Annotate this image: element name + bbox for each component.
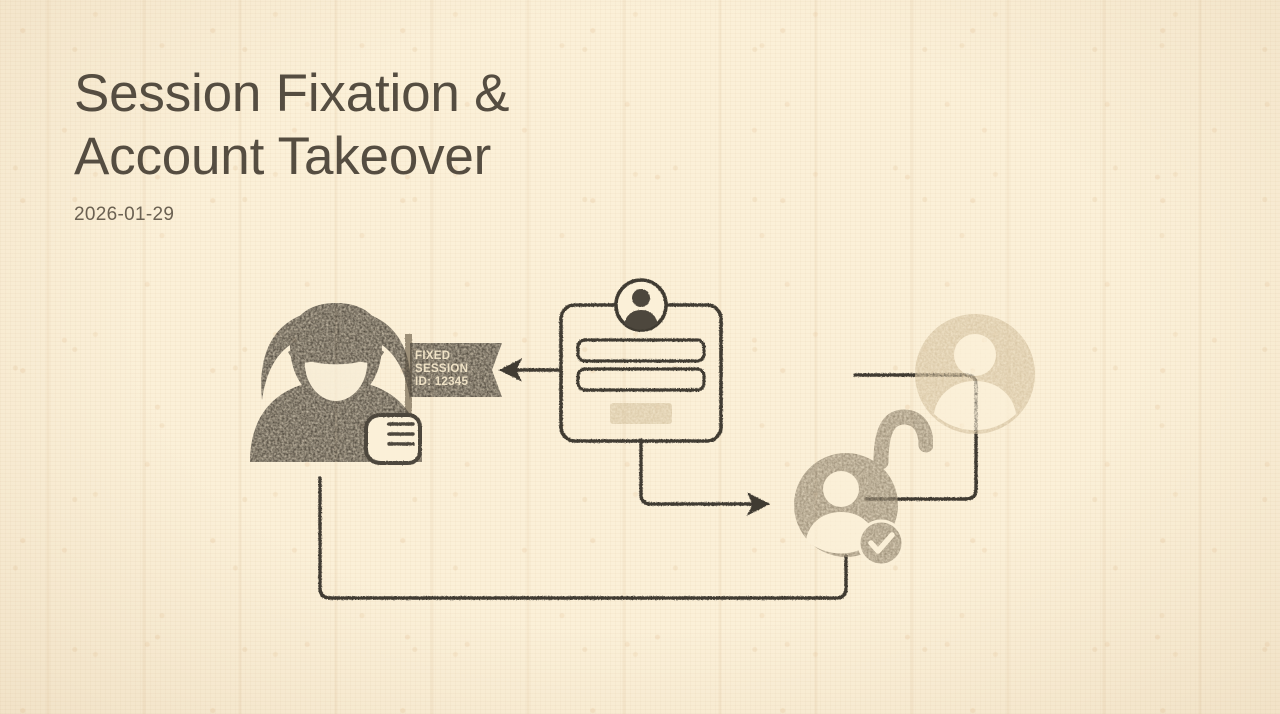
fixed-session-flag: FIXED SESSION ID: 12345 — [410, 343, 502, 397]
attacker-fist — [364, 413, 422, 465]
flag-line-2: SESSION — [415, 363, 468, 375]
account-to-attacker-loop — [318, 476, 848, 600]
login-to-account-arrow — [639, 438, 771, 516]
username-field[interactable] — [576, 338, 706, 363]
attacker-hacker-figure — [250, 303, 422, 462]
login-form-card[interactable] — [559, 278, 723, 443]
slide-header: Session Fixation & Account Takeover 2026… — [74, 62, 510, 226]
flag-pole — [405, 334, 412, 452]
password-field[interactable] — [576, 367, 706, 392]
victim-user-icon — [915, 314, 1035, 434]
checkmark-badge — [857, 519, 905, 567]
page-date: 2026-01-29 — [74, 204, 175, 226]
page-title: Session Fixation & Account Takeover — [74, 64, 510, 187]
flag-line-3: ID: 12345 — [415, 376, 469, 388]
unlocked-account-icon — [794, 409, 934, 567]
flag-line-1: FIXED — [415, 350, 450, 362]
submit-button[interactable] — [610, 403, 672, 424]
user-avatar-icon — [614, 278, 668, 332]
